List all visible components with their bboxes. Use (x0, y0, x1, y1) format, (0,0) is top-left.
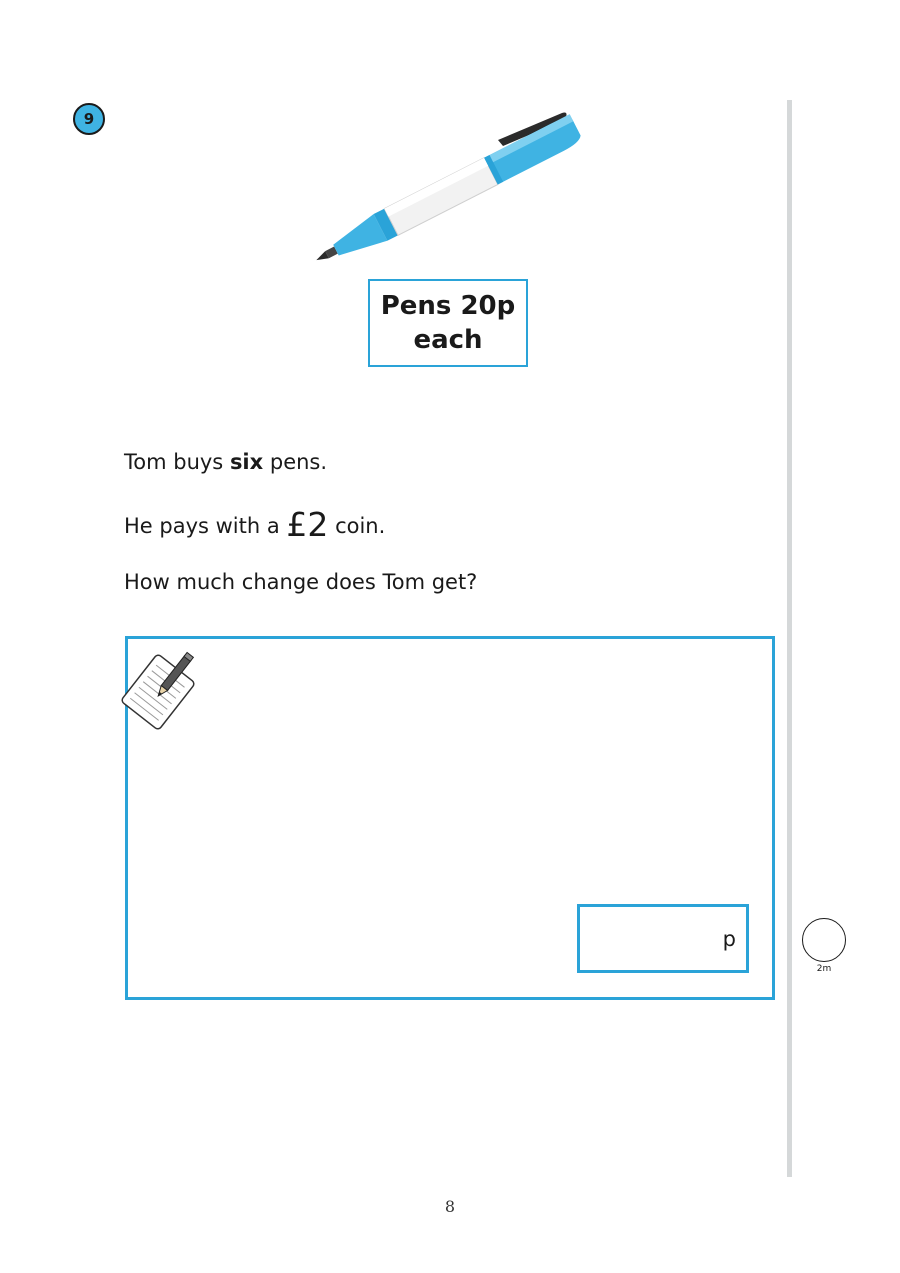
answer-box[interactable]: p (577, 904, 749, 973)
question-line-3: How much change does Tom get? (124, 570, 478, 594)
margin-line (787, 100, 792, 1177)
price-label: Pens 20p each (368, 279, 528, 367)
question-line-1-start: Tom buys (124, 450, 230, 474)
price-label-text: Pens 20p each (380, 291, 516, 355)
question-number: 9 (83, 110, 95, 128)
marks-circle (802, 918, 846, 962)
page-number: 8 (444, 1197, 456, 1216)
answer-unit: p (722, 927, 736, 951)
question-line-2: He pays with a £2 coin. (124, 505, 385, 544)
pen-icon (316, 112, 581, 261)
question-line-2-end: coin. (328, 514, 386, 538)
question-line-1-end: pens. (263, 450, 328, 474)
question-number-badge: 9 (73, 103, 105, 135)
question-line-2-start: He pays with a (124, 514, 287, 538)
coin-amount: £2 (286, 505, 329, 544)
emphasis-six: six (229, 450, 264, 474)
question-line-1: Tom buys six pens. (124, 450, 327, 474)
notepad-pencil-icon (121, 651, 195, 730)
marks-label: 2m (816, 964, 832, 974)
working-area[interactable] (125, 636, 775, 1000)
